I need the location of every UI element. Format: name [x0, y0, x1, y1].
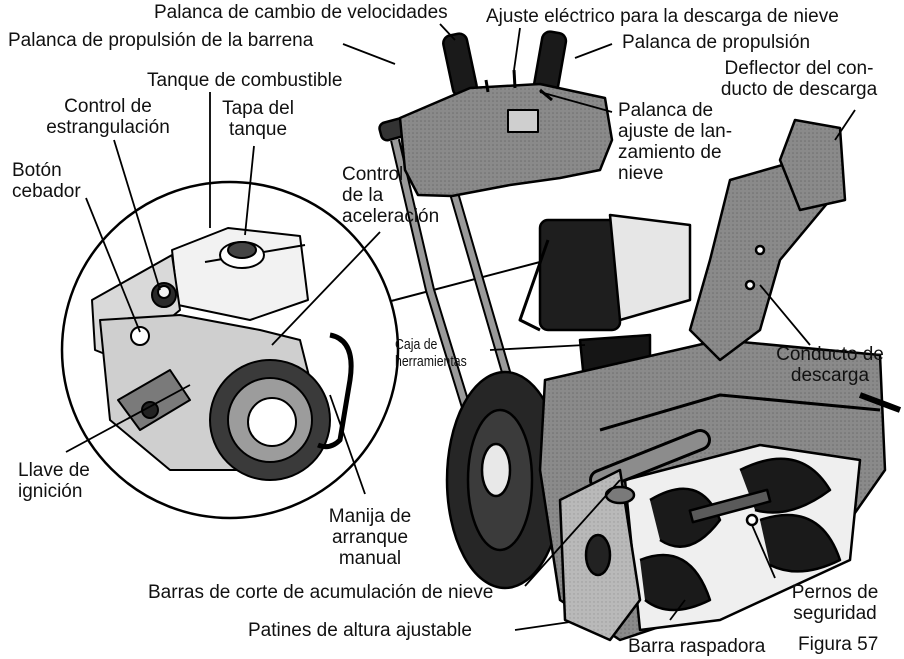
- label-caja-line1: Caja de: [395, 336, 438, 353]
- label-tanque: Tanque de combustible: [147, 70, 343, 91]
- label-control-estr-line1: Control de: [64, 96, 152, 117]
- label-palanca-propulsion: Palanca de propulsión: [622, 32, 811, 53]
- label-tapa-line1: Tapa del: [222, 98, 294, 119]
- label-barra-raspadora: Barra raspadora: [628, 636, 766, 657]
- label-pernos-seguridad: Pernos de seguridad: [780, 582, 890, 624]
- label-pernos-line2: seguridad: [793, 603, 877, 624]
- snowblower-machine: [378, 30, 902, 642]
- label-control-estr-line2: estrangulación: [46, 117, 170, 138]
- label-caja-herramientas: Caja de herramientas: [395, 336, 467, 370]
- label-lanzamiento: Palanca de ajuste de lan- zamiento de ni…: [618, 100, 732, 184]
- label-lanzamiento-line1: Palanca de: [618, 100, 714, 121]
- label-caja-line2: herramientas: [395, 353, 467, 370]
- label-llave-line1: Llave de: [18, 460, 90, 481]
- leader-lines: [65, 23, 856, 631]
- engine-detail: [91, 227, 354, 481]
- label-acel-line2: de la: [342, 185, 384, 206]
- figure-caption: Figura 57: [798, 634, 879, 655]
- detail-connector-line: [394, 261, 541, 301]
- label-lanzamiento-line4: nieve: [618, 163, 664, 184]
- label-deflector: Deflector del con- ducto de descarga: [704, 58, 894, 100]
- label-manija-arranque: Manija de arranque manual: [316, 506, 424, 569]
- label-boton-line1: Botón: [12, 160, 62, 181]
- label-aceleracion: Control de la aceleración: [342, 164, 439, 227]
- label-conducto-line2: descarga: [790, 365, 870, 386]
- label-llave-line2: ignición: [18, 481, 83, 502]
- label-pernos-line1: Pernos de: [791, 582, 879, 603]
- label-conducto-line1: Conducto de: [776, 344, 884, 365]
- label-ajuste-electrico: Ajuste eléctrico para la descarga de nie…: [486, 6, 839, 27]
- label-lanzamiento-line3: zamiento de: [618, 142, 722, 163]
- label-manija-line2: arranque: [331, 527, 409, 548]
- label-boton-cebador: Botón cebador: [12, 160, 81, 202]
- label-palanca-cambio: Palanca de cambio de velocidades: [154, 2, 448, 23]
- label-control-estrangulacion: Control de estrangulación: [28, 96, 188, 138]
- label-barras-corte: Barras de corte de acumulación de nieve: [148, 582, 494, 603]
- label-boton-line2: cebador: [12, 181, 81, 202]
- label-lanzamiento-line2: ajuste de lan-: [618, 121, 733, 142]
- label-acel-line3: aceleración: [342, 206, 440, 227]
- label-acel-line1: Control: [342, 164, 404, 185]
- label-deflector-line2: ducto de descarga: [720, 79, 878, 100]
- label-manija-line3: manual: [338, 548, 402, 569]
- label-patines: Patines de altura ajustable: [248, 620, 472, 641]
- label-palanca-barrena: Palanca de propulsión de la barrena: [8, 30, 314, 51]
- label-deflector-line1: Deflector del con-: [724, 58, 874, 79]
- label-llave-ignicion: Llave de ignición: [18, 460, 90, 502]
- label-manija-line1: Manija de: [328, 506, 412, 527]
- label-tapa-line2: tanque: [228, 119, 288, 140]
- label-conducto-descarga: Conducto de descarga: [760, 344, 900, 386]
- label-tapa: Tapa del tanque: [218, 98, 298, 140]
